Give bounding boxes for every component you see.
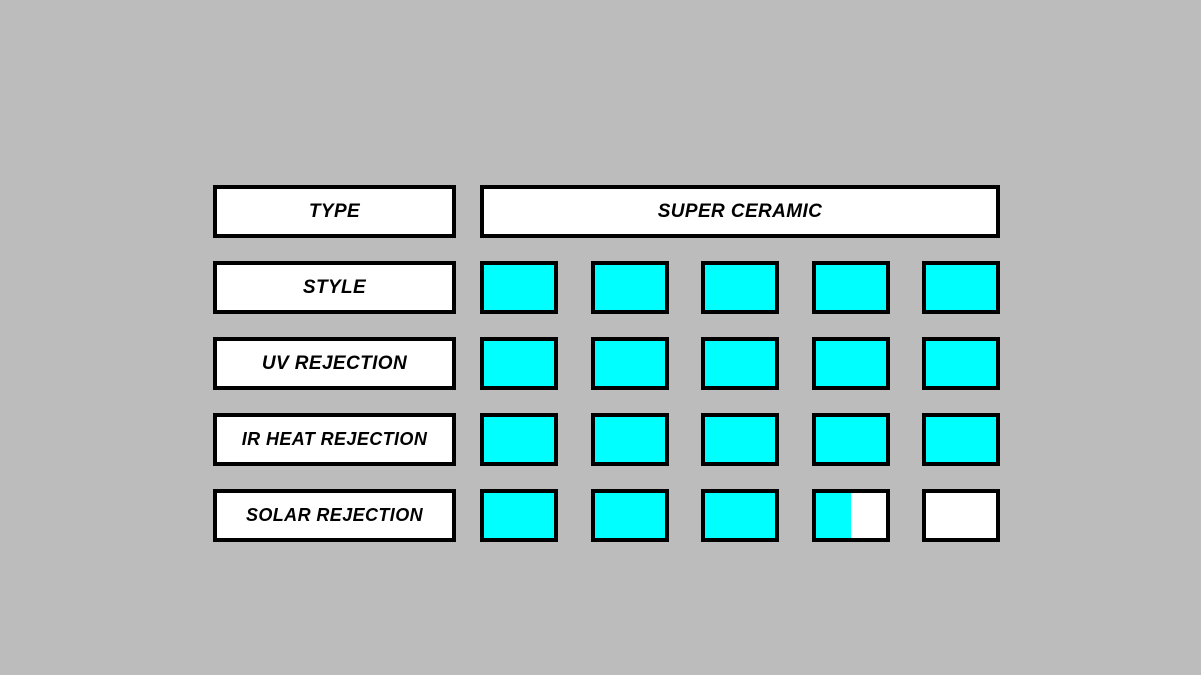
rating-cell-fill (815, 265, 886, 310)
rating-cells-solar-rejection (480, 489, 1000, 542)
rating-cell-fill (705, 341, 775, 386)
rating-cell[interactable] (480, 413, 558, 466)
rating-cell[interactable] (811, 489, 890, 542)
rating-cell[interactable] (922, 261, 1000, 314)
rating-cell-fill (594, 265, 665, 310)
rating-cell-fill (705, 417, 775, 462)
matrix-row-type: TYPE SUPER CERAMIC (213, 185, 1000, 238)
rating-cell[interactable] (922, 337, 1000, 390)
rating-cell-fill (484, 493, 554, 538)
rating-cell[interactable] (701, 261, 779, 314)
rating-cell[interactable] (701, 337, 779, 390)
rating-cell[interactable] (701, 413, 779, 466)
matrix-row-solar-rejection: SOLAR REJECTION (213, 489, 1000, 542)
rating-cell-fill (926, 265, 996, 310)
row-label-solar-rejection: SOLAR REJECTION (213, 489, 456, 542)
rating-cell-fill (926, 417, 996, 462)
rating-cell[interactable] (480, 489, 558, 542)
matrix-row-ir-heat-rejection: IR HEAT REJECTION (213, 413, 1000, 466)
rating-cell-fill (594, 493, 665, 538)
row-label-text: TYPE (308, 200, 361, 222)
row-label-text: IR HEAT REJECTION (241, 429, 428, 449)
rating-cell-fill (594, 341, 665, 386)
rating-cell[interactable] (811, 337, 890, 390)
matrix-row-uv-rejection: UV REJECTION (213, 337, 1000, 390)
rating-cell[interactable] (922, 489, 1000, 542)
rating-cell-fill (815, 341, 886, 386)
rating-cell-fill (705, 493, 775, 538)
row-label-text: UV REJECTION (261, 352, 408, 374)
rating-cell[interactable] (590, 337, 669, 390)
type-value-text: SUPER CERAMIC (657, 200, 823, 222)
row-label-text: SOLAR REJECTION (245, 505, 424, 525)
row-label-type: TYPE (213, 185, 456, 238)
matrix-row-style: STYLE (213, 261, 1000, 314)
row-label-ir-heat-rejection: IR HEAT REJECTION (213, 413, 456, 466)
spec-rating-matrix: TYPE SUPER CERAMIC STYLE UV REJECTION (213, 185, 1000, 542)
rating-cell-fill (484, 265, 554, 310)
rating-cell[interactable] (480, 337, 558, 390)
rating-cells-style (480, 261, 1000, 314)
type-value-box: SUPER CERAMIC (480, 185, 1000, 238)
rating-cells-ir-heat-rejection (480, 413, 1000, 466)
row-label-style: STYLE (213, 261, 456, 314)
rating-cell[interactable] (811, 413, 890, 466)
rating-cell-fill (815, 417, 886, 462)
rating-cell-fill (926, 341, 996, 386)
rating-cell[interactable] (590, 413, 669, 466)
rating-cell-fill (815, 493, 851, 538)
row-label-text: STYLE (302, 276, 367, 298)
rating-cell-fill (594, 417, 665, 462)
rating-cell[interactable] (811, 261, 890, 314)
row-label-uv-rejection: UV REJECTION (213, 337, 456, 390)
rating-cell-fill (484, 341, 554, 386)
rating-cell[interactable] (480, 261, 558, 314)
rating-cell[interactable] (922, 413, 1000, 466)
rating-cell[interactable] (590, 261, 669, 314)
rating-cell[interactable] (590, 489, 669, 542)
rating-cell-fill (705, 265, 775, 310)
rating-cell-fill (484, 417, 554, 462)
rating-cell[interactable] (701, 489, 779, 542)
rating-cells-uv-rejection (480, 337, 1000, 390)
